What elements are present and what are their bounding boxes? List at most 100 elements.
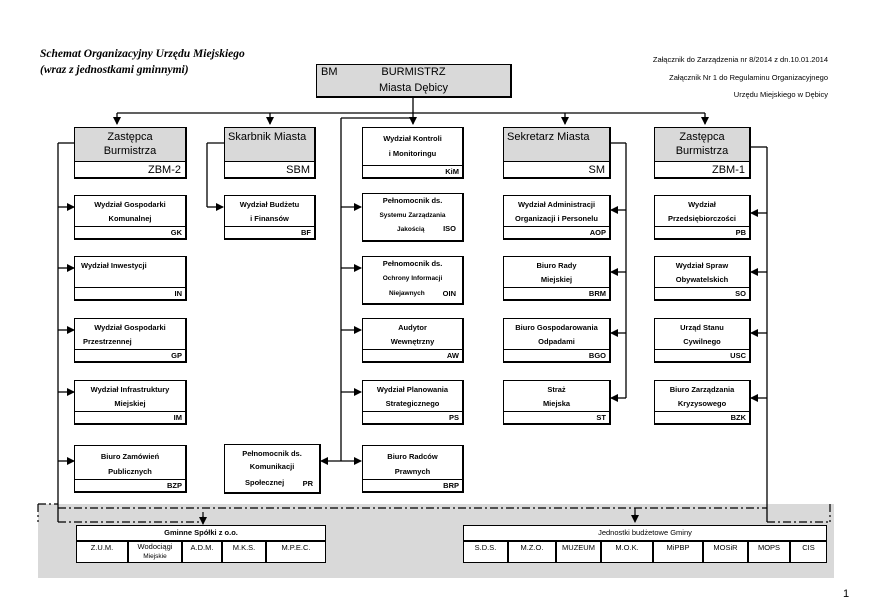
unit-brp-line1: Biuro Radców bbox=[387, 452, 438, 461]
unit-bzk-line1: Biuro Zarządzania bbox=[669, 385, 735, 394]
unit-im-line2: Miejskiej bbox=[114, 399, 146, 408]
unit-pb-line2: Przedsiębiorczości bbox=[668, 214, 736, 223]
budget-units-title: Jednostki budżetowe Gminy bbox=[463, 525, 827, 541]
unit-bgo-code: BGO bbox=[588, 351, 606, 360]
unit-gk-codebar: GK bbox=[75, 226, 185, 238]
unit-brm: Biuro Rady Miejskiej BRM bbox=[503, 256, 611, 301]
unit-aop-line2: Organizacji i Personelu bbox=[515, 214, 598, 223]
control-dept-codebar: KiM bbox=[363, 165, 462, 177]
unit-so-codebar: SO bbox=[655, 287, 749, 299]
unit-usc-line1: Urząd Stanu bbox=[680, 323, 724, 332]
unit-bf-code: BF bbox=[301, 228, 311, 237]
unit-so-code: SO bbox=[735, 289, 746, 298]
unit-bzp-line1: Biuro Zamówień bbox=[100, 452, 160, 461]
unit-gp-line1: Wydział Gospodarki bbox=[94, 323, 166, 332]
unit-brp: Biuro Radców Prawnych BRP bbox=[362, 445, 464, 493]
unit-usc-code: USC bbox=[730, 351, 746, 360]
unit-brp-line2: Prawnych bbox=[394, 467, 431, 476]
unit-bf: Wydział Budżetu i Finansów BF bbox=[224, 195, 316, 240]
unit-bzp-codebar: BZP bbox=[75, 479, 185, 491]
unit-gp-codebar: GP bbox=[75, 349, 185, 361]
secretary-title: Sekretarz Miasta bbox=[507, 131, 590, 143]
unit-ps-code: PS bbox=[448, 413, 459, 422]
control-dept-line1: Wydział Kontroli bbox=[383, 134, 442, 143]
unit-so: Wydział Spraw Obywatelskich SO bbox=[654, 256, 751, 301]
unit-in: Wydział Inwestycji IN bbox=[74, 256, 187, 301]
mayor-title: BURMISTRZ bbox=[381, 66, 446, 78]
budget-unit-mzo: M.Z.O. bbox=[508, 541, 556, 563]
unit-aop: Wydział Administracji Organizacji i Pers… bbox=[503, 195, 611, 240]
unit-st-code: ST bbox=[596, 413, 606, 422]
company-mpec: M.P.E.C. bbox=[266, 541, 326, 563]
unit-bgo: Biuro Gospodarowania Odpadami BGO bbox=[503, 318, 611, 363]
company-wodociagi: Wodociągi Miejskie bbox=[128, 541, 182, 563]
unit-oin-line3: Niejawnych bbox=[389, 290, 425, 297]
title-line-1: Schemat Organizacyjny Urzędu Miejskiego bbox=[40, 48, 245, 60]
company-mks: M.K.S. bbox=[222, 541, 266, 563]
attachment-note: Załącznik do Zarządzenia nr 8/2014 z dn.… bbox=[600, 51, 828, 104]
control-dept-box: Wydział Kontroli i Monitoringu KiM bbox=[362, 127, 464, 179]
deputy-mayor-2-line2: Burmistrza bbox=[103, 145, 157, 157]
treasurer-code: SBM bbox=[286, 164, 310, 176]
unit-bf-line1: Wydział Budżetu bbox=[239, 200, 300, 209]
unit-gk-line2: Komunalnej bbox=[108, 214, 152, 223]
mayor-subtitle: Miasta Dębicy bbox=[378, 82, 449, 94]
unit-st-line1: Straż bbox=[547, 385, 566, 394]
mayor-code: BM bbox=[321, 66, 338, 78]
company-zum: Z.U.M. bbox=[76, 541, 128, 563]
budget-unit-mosir: MOSiR bbox=[703, 541, 748, 563]
secretary-codebar: SM bbox=[504, 161, 609, 177]
budget-unit-muzeum: MUZEUM bbox=[556, 541, 601, 563]
unit-bzk-codebar: BZK bbox=[655, 411, 749, 423]
unit-usc-line2: Cywilnego bbox=[683, 337, 721, 346]
unit-pb-codebar: PB bbox=[655, 226, 749, 238]
company-wodociagi-sub: Miejskie bbox=[143, 553, 167, 560]
unit-im: Wydział Infrastruktury Miejskiej IM bbox=[74, 380, 187, 425]
unit-aw-code: AW bbox=[446, 351, 459, 360]
unit-ps-codebar: PS bbox=[363, 411, 462, 423]
company-adm: A.D.M. bbox=[182, 541, 222, 563]
title-line-2: (wraz z jednostkami gminnymi) bbox=[40, 64, 189, 76]
unit-bf-codebar: BF bbox=[225, 226, 314, 238]
control-dept-line2: i Monitoringu bbox=[388, 149, 437, 158]
treasurer-title: Skarbnik Miasta bbox=[228, 131, 307, 143]
budget-unit-mok: M.O.K. bbox=[601, 541, 653, 563]
unit-ps-line2: Strategicznego bbox=[385, 399, 440, 408]
unit-pr-line1: Pełnomocnik ds. bbox=[242, 449, 302, 458]
deputy-mayor-2-box: Zastępca Burmistrza ZBM-2 bbox=[74, 127, 187, 179]
unit-iso-line1: Pełnomocnik ds. bbox=[382, 196, 443, 205]
unit-iso-line3: Jakością bbox=[397, 226, 425, 233]
deputy-mayor-1-box: Zastępca Burmistrza ZBM-1 bbox=[654, 127, 751, 179]
deputy-mayor-2-code: ZBM-2 bbox=[148, 164, 181, 176]
unit-st-codebar: ST bbox=[504, 411, 609, 423]
budget-unit-cis: CIS bbox=[790, 541, 827, 563]
unit-pr-line3: Społecznej bbox=[245, 478, 285, 487]
unit-pb-code: PB bbox=[735, 228, 746, 237]
unit-so-line2: Obywatelskich bbox=[675, 275, 729, 284]
treasurer-box: Skarbnik Miasta SBM bbox=[224, 127, 316, 179]
unit-brp-code: BRP bbox=[443, 481, 459, 490]
unit-oin: Pełnomocnik ds. Ochrony Informacji Nieja… bbox=[362, 256, 464, 305]
unit-brm-code: BRM bbox=[588, 289, 606, 298]
unit-aw-codebar: AW bbox=[363, 349, 462, 361]
unit-im-code: IM bbox=[173, 413, 182, 422]
unit-gp-code: GP bbox=[171, 351, 182, 360]
unit-gk: Wydział Gospodarki Komunalnej GK bbox=[74, 195, 187, 240]
unit-bgo-codebar: BGO bbox=[504, 349, 609, 361]
unit-oin-line1: Pełnomocnik ds. bbox=[382, 259, 443, 268]
unit-aw: Audytor Wewnętrzny AW bbox=[362, 318, 464, 363]
page-number: 1 bbox=[843, 588, 850, 600]
municipal-companies-title: Gminne Spółki z o.o. bbox=[76, 525, 326, 541]
unit-im-codebar: IM bbox=[75, 411, 185, 423]
deputy-mayor-1-code: ZBM-1 bbox=[712, 164, 745, 176]
unit-iso-line2: Systemu Zarządzania bbox=[379, 212, 446, 219]
secretary-code: SM bbox=[588, 164, 606, 176]
unit-bzp: Biuro Zamówień Publicznych BZP bbox=[74, 445, 187, 493]
mayor-box: BM BURMISTRZ Miasta Dębicy bbox=[316, 64, 512, 98]
unit-pb: Wydział Przedsiębiorczości PB bbox=[654, 195, 751, 240]
unit-aw-line1: Audytor bbox=[398, 323, 427, 332]
attachment-line-1: Załącznik do Zarządzenia nr 8/2014 z dn.… bbox=[652, 55, 828, 64]
budget-units-group: Jednostki budżetowe Gminy S.D.S. M.Z.O. … bbox=[463, 525, 827, 567]
deputy-mayor-2-line1: Zastępca bbox=[107, 131, 153, 143]
unit-usc-codebar: USC bbox=[655, 349, 749, 361]
